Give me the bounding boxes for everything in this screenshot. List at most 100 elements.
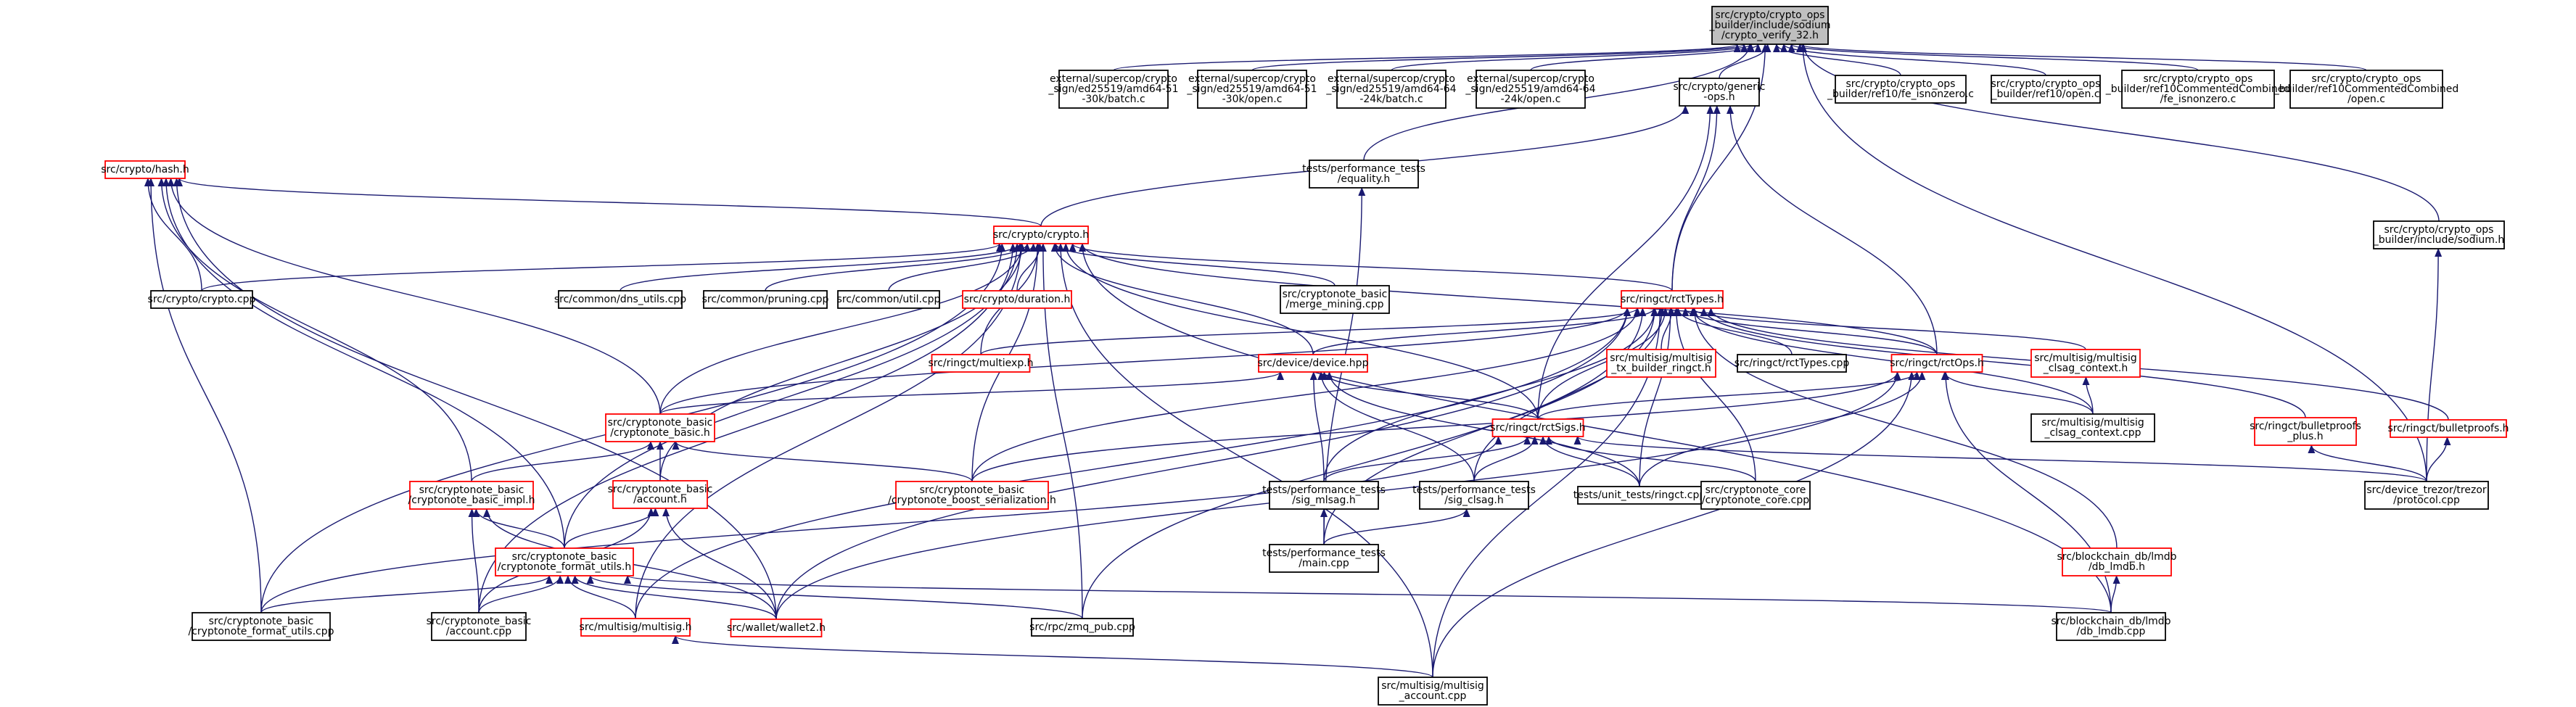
edge-rctsigs-to-generic xyxy=(1537,105,1714,420)
node-label-fe_ref10-line-0: src/crypto/crypto_ops xyxy=(1846,78,1956,90)
node-sig_mlsag[interactable]: tests/performance_tests/sig_mlsag.h xyxy=(1262,481,1386,510)
node-bp[interactable]: src/ringct/bulletproofs.h xyxy=(2387,419,2509,438)
node-dns[interactable]: src/common/dns_utils.cpp xyxy=(554,290,686,309)
edge-unit_ringct-to-rcttypes_h xyxy=(1639,307,1674,487)
edge-rctsigs-to-rctops xyxy=(1537,371,1921,420)
edge-cn_basic-to-crypto_h xyxy=(659,243,1026,415)
node-box-ms_tx xyxy=(1606,349,1716,378)
node-fe_ref10[interactable]: src/crypto/crypto_ops_builder/ref10/fe_i… xyxy=(1827,75,1974,104)
node-crypto_h[interactable]: src/crypto/crypto.h xyxy=(993,226,1089,244)
node-open_ref10cc[interactable]: src/crypto/crypto_ops_builder/ref10Comme… xyxy=(2273,70,2459,109)
edge-lmdb_cpp-to-lmdb_h xyxy=(2110,575,2120,613)
node-box-sodium xyxy=(2373,220,2505,249)
edge-dns-to-crypto_h xyxy=(620,243,1024,292)
node-box-fmt_utils_h xyxy=(495,547,634,576)
edge-account_cpp-to-fmt_utils_h xyxy=(478,575,564,613)
node-label-trezor-line-1: /protocol.cpp xyxy=(2393,495,2460,506)
node-ms_clsag_ctx_h[interactable]: src/multisig/multisig_clsag_context.h xyxy=(2030,349,2141,378)
node-account_h[interactable]: src/cryptonote_basic/account.h xyxy=(608,480,713,509)
node-util[interactable]: src/common/util.cpp xyxy=(837,290,941,309)
node-box-hash xyxy=(104,160,186,179)
node-multiexp[interactable]: src/ringct/multiexp.h xyxy=(928,354,1034,373)
edge-sig_mlsag-to-rcttypes_h xyxy=(1323,307,1658,482)
edge-sig_clsag-to-rcttypes_h xyxy=(1473,307,1666,482)
node-label-open64-line-2: -24k/open.c xyxy=(1501,94,1561,105)
node-open51[interactable]: external/supercop/crypto_sign/ed25519/am… xyxy=(1186,70,1317,109)
node-sig_clsag[interactable]: tests/performance_tests/sig_clsag.h xyxy=(1412,481,1536,510)
node-boost_ser[interactable]: src/cryptonote_basic/cryptonote_boost_se… xyxy=(888,481,1056,510)
node-rcttypes_cpp[interactable]: src/ringct/rctTypes.cpp xyxy=(1735,354,1850,373)
node-bp_plus[interactable]: src/ringct/bulletproofs_plus.h xyxy=(2250,417,2361,446)
node-open_ref10[interactable]: src/crypto/crypto_ops_builder/ref10/open… xyxy=(1991,75,2101,104)
edge-wallet2-to-fmt_utils_h xyxy=(571,575,777,620)
node-zmq[interactable]: src/rpc/zmq_pub.cpp xyxy=(1029,618,1135,637)
node-cn_core[interactable]: src/cryptonote_core/cryptonote_core.cpp xyxy=(1700,481,1811,510)
node-cn_basic_impl[interactable]: src/cryptonote_basic/cryptonote_basic_im… xyxy=(408,481,535,510)
edge-fe_ref10-to-root xyxy=(1773,44,1901,76)
node-box-lmdb_h xyxy=(2062,547,2172,576)
node-perf_main[interactable]: tests/performance_tests/main.cpp xyxy=(1262,544,1386,573)
node-label-sig_clsag-line-0: tests/performance_tests xyxy=(1412,484,1536,496)
node-label-account_h-line-0: src/cryptonote_basic xyxy=(608,484,713,495)
node-lmdb_cpp[interactable]: src/blockchain_db/lmdb/db_lmdb.cpp xyxy=(2051,612,2171,641)
edge-lmdb_cpp-to-fmt_utils_h xyxy=(624,575,2112,613)
node-label-cn_basic-line-1: /cryptonote_basic.h xyxy=(610,427,710,439)
node-hash[interactable]: src/crypto/hash.h xyxy=(101,160,189,179)
node-box-cn_core xyxy=(1700,481,1811,510)
node-label-open_ref10-line-0: src/crypto/crypto_ops xyxy=(1991,78,2101,90)
node-box-cn_basic xyxy=(605,413,715,442)
node-crypto_cpp[interactable]: src/crypto/crypto.cpp xyxy=(148,290,256,309)
node-fmt_utils_h[interactable]: src/cryptonote_basic/cryptonote_format_u… xyxy=(495,547,634,576)
node-label-batch51-line-0: external/supercop/crypto xyxy=(1050,73,1177,85)
node-rctops[interactable]: src/ringct/rctOps.h xyxy=(1890,354,1984,373)
node-cn_basic[interactable]: src/cryptonote_basic/cryptonote_basic.h xyxy=(605,413,715,442)
node-label-equality-line-0: tests/performance_tests xyxy=(1302,163,1425,175)
node-device[interactable]: src/device/device.hpp xyxy=(1258,354,1369,373)
node-sodium[interactable]: src/crypto/crypto_ops_builder/include/so… xyxy=(2373,220,2505,249)
node-label-crypto_h-line-0: src/crypto/crypto.h xyxy=(993,229,1089,241)
edge-cn_basic-to-device xyxy=(659,371,1284,415)
node-root[interactable]: src/crypto/crypto_ops_builder/include/so… xyxy=(1708,6,1831,45)
node-label-open51-line-0: external/supercop/crypto xyxy=(1188,73,1316,85)
node-account_cpp[interactable]: src/cryptonote_basic/account.cpp xyxy=(427,612,532,641)
node-ms_account[interactable]: src/multisig/multisig_account.cpp xyxy=(1378,677,1488,706)
edge-rctsigs-to-device xyxy=(1320,371,1539,420)
node-trezor[interactable]: src/device_trezor/trezor/protocol.cpp xyxy=(2364,481,2489,510)
node-ms_tx[interactable]: src/multisig/multisig_tx_builder_ringct.… xyxy=(1606,349,1716,378)
node-box-duration xyxy=(962,290,1072,309)
node-label-root-line-2: /crypto_verify_32.h xyxy=(1721,30,1819,41)
edge-trezor-to-bp_plus xyxy=(2308,445,2427,482)
node-batch51[interactable]: external/supercop/crypto_sign/ed25519/am… xyxy=(1048,70,1179,109)
edge-multisig_h-to-fmt_utils_h xyxy=(564,575,636,619)
edge-zmq-to-fmt_utils_h xyxy=(586,575,1083,619)
node-equality[interactable]: tests/performance_tests/equality.h xyxy=(1302,160,1425,189)
node-batch64[interactable]: external/supercop/crypto_sign/ed25519/am… xyxy=(1325,70,1457,109)
node-label-ms_clsag_ctx_cpp-line-0: src/multisig/multisig xyxy=(2041,417,2144,429)
node-rctsigs[interactable]: src/ringct/rctSigs.h xyxy=(1490,418,1586,437)
node-unit_ringct[interactable]: tests/unit_tests/ringct.cpp xyxy=(1573,486,1706,505)
node-generic[interactable]: src/crypto/generic-ops.h xyxy=(1674,78,1766,107)
node-ms_clsag_ctx_cpp[interactable]: src/multisig/multisig_clsag_context.cpp xyxy=(2030,413,2155,442)
edge-open_ref10cc-to-root xyxy=(1796,44,2367,71)
node-label-hash-line-0: src/crypto/hash.h xyxy=(101,164,189,175)
node-box-account_h xyxy=(612,480,708,509)
node-label-rcttypes_cpp-line-0: src/ringct/rctTypes.cpp xyxy=(1735,357,1850,369)
node-box-boost_ser xyxy=(895,481,1049,510)
node-rcttypes_h[interactable]: src/ringct/rctTypes.h xyxy=(1621,290,1724,309)
node-duration[interactable]: src/crypto/duration.h xyxy=(962,290,1072,309)
node-lmdb_h[interactable]: src/blockchain_db/lmdb/db_lmdb.h xyxy=(2057,547,2177,576)
node-wallet2[interactable]: src/wallet/wallet2.h xyxy=(727,619,826,637)
node-label-ms_account-line-1: _account.cpp xyxy=(1399,690,1467,702)
node-label-ms_tx-line-0: src/multisig/multisig xyxy=(1610,352,1713,364)
node-fe_ref10cc[interactable]: src/crypto/crypto_ops_builder/ref10Comme… xyxy=(2105,70,2291,109)
node-merge[interactable]: src/cryptonote_basic/merge_mining.cpp xyxy=(1280,285,1390,314)
edge-open51-to-root xyxy=(1251,44,1748,71)
edge-ms_account-to-rctops xyxy=(1432,371,1916,678)
node-label-cn_basic-line-0: src/cryptonote_basic xyxy=(608,417,713,429)
node-multisig_h[interactable]: src/multisig/multisig.h xyxy=(580,618,692,637)
edge-unit_ringct-to-rctops xyxy=(1639,371,1926,487)
node-pruning[interactable]: src/common/pruning.cpp xyxy=(702,290,829,309)
node-fmt_utils_cpp[interactable]: src/cryptonote_basic/cryptonote_format_u… xyxy=(188,612,334,641)
node-open64[interactable]: external/supercop/crypto_sign/ed25519/am… xyxy=(1465,70,1596,109)
node-label-generic-line-0: src/crypto/generic xyxy=(1674,81,1766,93)
